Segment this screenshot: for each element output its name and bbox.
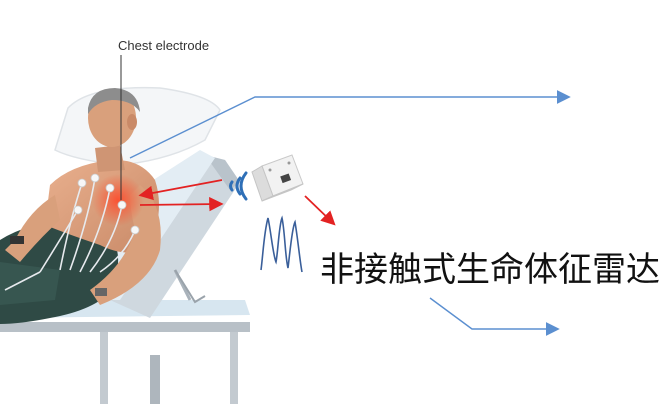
radar-module-icon [251, 154, 304, 202]
chest-electrode-label: Chest electrode [118, 38, 210, 53]
blue-arrow-top [129, 90, 571, 159]
red-arrow-to-title [304, 195, 336, 226]
heartbeat-waveform-icon [260, 215, 303, 273]
heart-glow [92, 174, 144, 226]
electrodes [73, 173, 140, 235]
red-arrow-to-chest [138, 179, 223, 201]
wifi-signal-icon [229, 171, 248, 201]
blue-arrow-bottom [429, 297, 560, 336]
electrode-wires [4, 177, 136, 291]
radar-title-label: 非接触式生命体征雷达 [320, 250, 660, 290]
red-arrow-to-radar [139, 196, 224, 212]
